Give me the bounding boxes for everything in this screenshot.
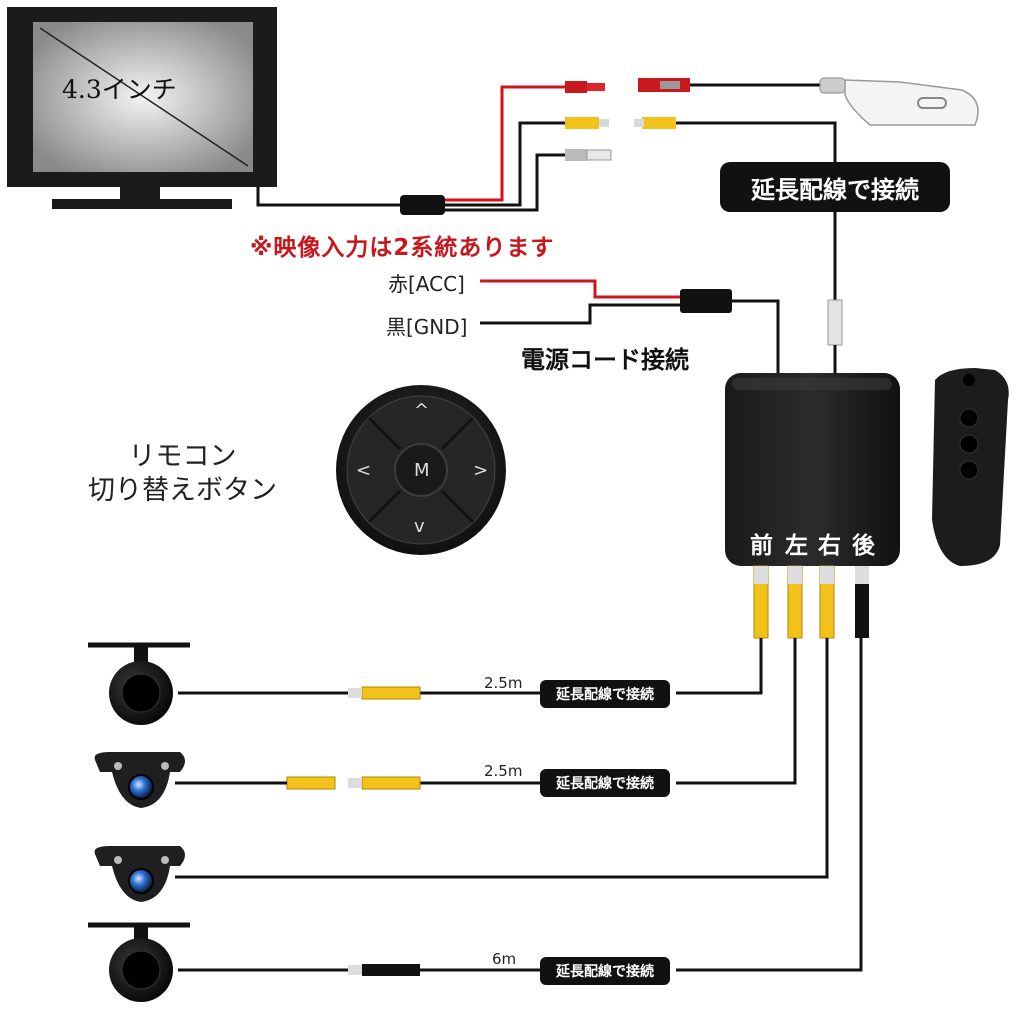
camera-4-round bbox=[88, 922, 190, 1002]
cam1-length: 2.5m bbox=[484, 674, 523, 692]
camera-2-bracket bbox=[94, 752, 185, 808]
cam1-extension-badge: 延長配線で接続 bbox=[540, 680, 670, 708]
remote-label: リモコン 切り替えボタン bbox=[88, 440, 277, 508]
extension-rca-plug bbox=[634, 117, 676, 129]
extension-badge-top: 延長配線で接続 bbox=[720, 162, 950, 212]
remote-left-key: < bbox=[356, 460, 372, 481]
acc-wire-label: 赤[ACC] bbox=[388, 272, 465, 296]
harness-ferrite bbox=[400, 195, 445, 215]
extension-cable-top bbox=[676, 121, 837, 300]
monitor-cable bbox=[256, 187, 400, 207]
cam2-run-wire bbox=[676, 638, 797, 785]
cigarette-lighter-plug bbox=[819, 77, 979, 126]
cam4-connector bbox=[348, 964, 420, 976]
harness-red-wire bbox=[445, 85, 565, 202]
monitor-base bbox=[52, 199, 232, 209]
harness-yellow-lead bbox=[445, 121, 565, 207]
cam1-connector bbox=[348, 686, 421, 700]
cam1-run-wire bbox=[676, 638, 763, 695]
cam4-run-wire bbox=[676, 638, 863, 972]
cigarette-plug-red-connector bbox=[638, 78, 690, 92]
switch-box bbox=[725, 373, 900, 566]
remote-control bbox=[336, 385, 506, 555]
monitor-neck bbox=[120, 187, 160, 199]
harness-white-lead bbox=[445, 153, 565, 212]
power-gnd-wire bbox=[480, 303, 680, 325]
video-input-note: ※映像入力は2系統あります bbox=[250, 235, 555, 261]
position-rear: 後 bbox=[852, 533, 875, 559]
camera-3-bracket bbox=[94, 846, 185, 902]
gnd-wire-label: 黒[GND] bbox=[386, 315, 468, 339]
position-front: 前 bbox=[750, 533, 773, 559]
cam2-extension-badge: 延長配線で接続 bbox=[540, 769, 670, 797]
position-right: 右 bbox=[818, 533, 841, 559]
remote-label-line1: リモコン bbox=[128, 441, 237, 472]
power-acc-wire bbox=[480, 279, 680, 299]
red-connector bbox=[565, 81, 605, 93]
camera-1-round bbox=[88, 642, 190, 725]
position-left: 左 bbox=[785, 533, 808, 559]
white-rca-plug bbox=[565, 149, 612, 161]
remote-up-key: ^ bbox=[414, 400, 430, 421]
power-fuse-holder bbox=[680, 289, 732, 313]
cam4-length: 6m bbox=[492, 950, 517, 968]
power-cable-to-box bbox=[732, 299, 780, 375]
output-plugs bbox=[753, 565, 869, 639]
yellow-rca-plug bbox=[565, 117, 609, 129]
power-connection-label: 電源コード接続 bbox=[521, 346, 689, 374]
monitor-size-label: 4.3インチ bbox=[62, 75, 177, 104]
remote-down-key: v bbox=[414, 516, 425, 537]
cam2-connectors bbox=[286, 776, 421, 790]
monitor bbox=[7, 7, 277, 209]
remote-center-key: M bbox=[414, 460, 430, 481]
remote-right-key: > bbox=[473, 460, 489, 481]
cam3-run-wire bbox=[175, 638, 829, 879]
switch-box-side-view bbox=[932, 368, 1009, 566]
cam2-length: 2.5m bbox=[484, 762, 523, 780]
extension-connector bbox=[827, 299, 843, 375]
cam4-extension-badge: 延長配線で接続 bbox=[540, 957, 670, 985]
remote-label-line2: 切り替えボタン bbox=[88, 475, 277, 506]
